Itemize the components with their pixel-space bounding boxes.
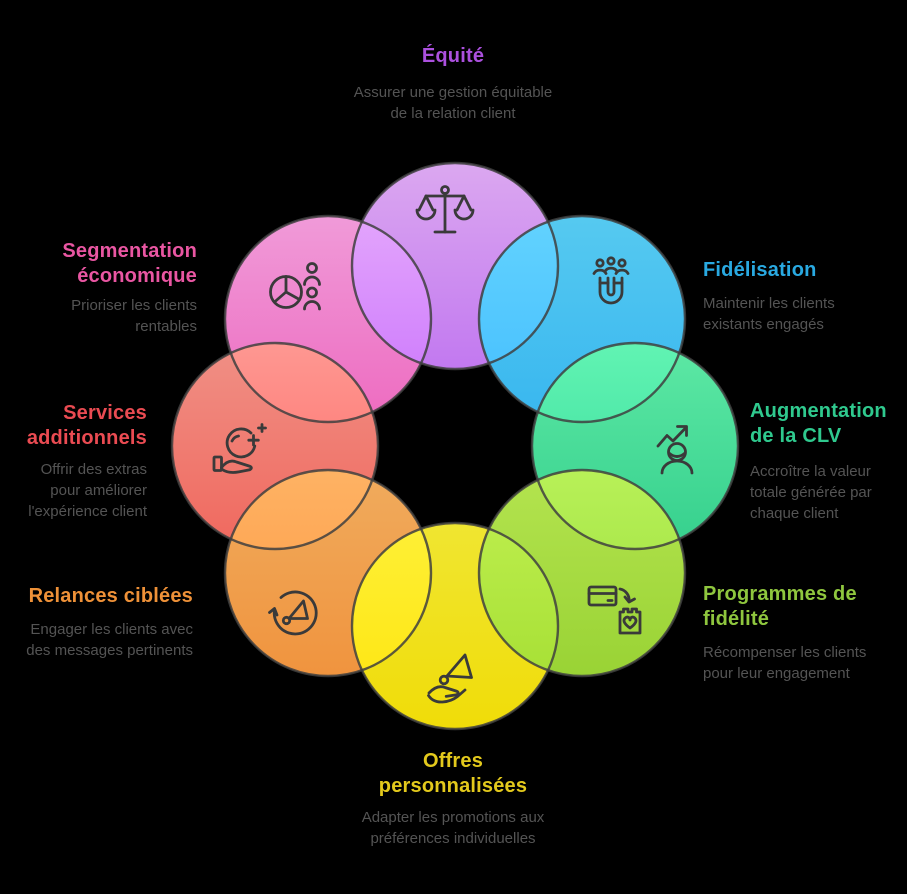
node-title: Fidélisation bbox=[703, 259, 817, 281]
node-title: Offres personnalisées bbox=[378, 750, 528, 797]
node-title: Relances ciblées bbox=[28, 585, 193, 607]
node-title: Augmentation de la CLV bbox=[750, 400, 887, 447]
node-description: Accroître la valeur totale générée par c… bbox=[750, 463, 872, 522]
node-description: Offrir des extras pour améliorer l'expér… bbox=[28, 461, 147, 520]
card-loyalty-icon bbox=[583, 578, 647, 642]
node-label-programmes-fidelite: Programmes de fidélité Récompenser les c… bbox=[703, 582, 898, 684]
node-label-relances-ciblees: Relances ciblées Engager les clients ave… bbox=[0, 584, 193, 661]
node-label-equite: Équité Assurer une gestion équitable de … bbox=[303, 44, 603, 124]
node-label-segmentation-economique: Segmentation économique Prioriser les cl… bbox=[12, 239, 197, 337]
node-title: Programmes de fidélité bbox=[703, 583, 857, 630]
node-description: Adapter les promotions aux préférences i… bbox=[361, 809, 545, 847]
node-title: Équité bbox=[421, 45, 485, 67]
node-description: Assurer une gestion équitable de la rela… bbox=[353, 84, 553, 122]
circle-outlines bbox=[170, 161, 740, 731]
node-title: Segmentation économique bbox=[62, 240, 197, 287]
node-label-fidelisation: Fidélisation Maintenir les clients exist… bbox=[703, 258, 888, 335]
pie-people-icon bbox=[265, 255, 329, 319]
growth-person-icon bbox=[641, 417, 705, 481]
balance-scale-icon bbox=[413, 181, 477, 245]
node-label-augmentation-clv: Augmentation de la CLV Accroître la vale… bbox=[750, 399, 905, 524]
node-label-offres-personnalisees: Offres personnalisées Adapter les promot… bbox=[303, 749, 603, 849]
node-title: Services additionnels bbox=[26, 402, 147, 449]
hand-megaphone-icon bbox=[420, 644, 484, 708]
node-description: Prioriser les clients rentables bbox=[71, 297, 197, 335]
hand-plus-icon bbox=[207, 418, 271, 482]
node-description: Maintenir les clients existants engagés bbox=[703, 295, 835, 333]
node-description: Engager les clients avec des messages pe… bbox=[26, 621, 193, 659]
node-description: Récompenser les clients pour leur engage… bbox=[703, 644, 867, 682]
refresh-megaphone-icon bbox=[263, 579, 327, 643]
magnet-people-icon bbox=[579, 252, 643, 316]
node-label-services-additionnels: Services additionnels Offrir des extras … bbox=[0, 401, 147, 522]
